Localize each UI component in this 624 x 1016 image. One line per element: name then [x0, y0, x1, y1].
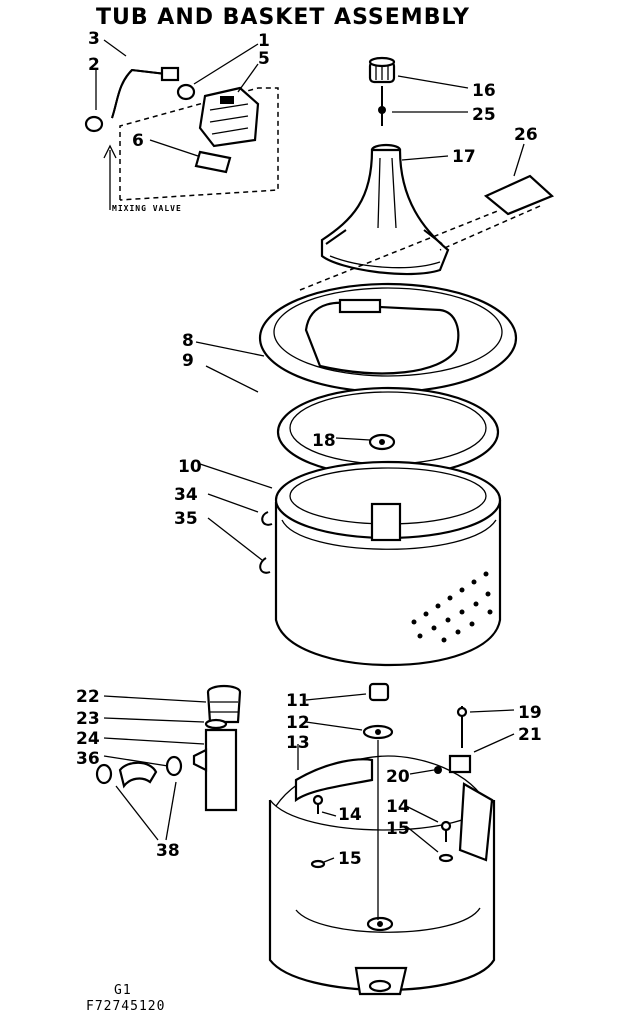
callout-21: 21	[518, 725, 542, 745]
callout-10: 10	[178, 457, 202, 477]
callout-15-left: 15	[338, 849, 362, 869]
clip-20	[434, 766, 442, 774]
agitator-assembly	[320, 56, 450, 276]
callout-18: 18	[312, 431, 336, 451]
callout-34: 34	[174, 485, 198, 505]
tub-seal-11	[368, 682, 390, 702]
drain-assembly	[95, 684, 242, 841]
callout-5: 5	[258, 49, 270, 69]
callout-23: 23	[76, 709, 100, 729]
callout-14-right: 14	[386, 797, 410, 817]
agitator-post	[320, 148, 450, 276]
air-dome-21	[448, 754, 472, 774]
callout-22: 22	[76, 687, 100, 707]
callout-16: 16	[472, 81, 496, 101]
hose-clamp-36	[165, 755, 183, 777]
callout-2: 2	[88, 55, 100, 75]
callout-1: 1	[258, 31, 270, 51]
callout-35: 35	[174, 509, 198, 529]
hose-washer-1	[176, 83, 196, 101]
leader-lines	[95, 39, 525, 863]
callout-3: 3	[88, 29, 100, 49]
basket-perforations	[411, 571, 493, 643]
callout-8: 8	[182, 331, 194, 351]
softener-plate	[483, 174, 555, 216]
callout-24: 24	[76, 729, 100, 749]
callout-14-left: 14	[338, 805, 362, 825]
callout-12: 12	[286, 713, 310, 733]
drain-boot-22	[206, 691, 242, 724]
callout-6: 6	[132, 131, 144, 151]
footer-part-code: F72745120	[86, 999, 165, 1014]
callout-13: 13	[286, 733, 310, 753]
callout-9: 9	[182, 351, 194, 371]
callout-25: 25	[472, 105, 496, 125]
footer-line1: G1	[114, 983, 132, 998]
drain-tee-24	[204, 728, 238, 812]
inlet-hose	[111, 68, 167, 119]
wash-basket	[259, 460, 502, 667]
hose-washer-2	[84, 115, 104, 133]
mixing-valve-body	[198, 86, 260, 148]
clip-34	[261, 511, 273, 526]
callout-17: 17	[452, 147, 476, 167]
tub-cover	[258, 282, 518, 394]
callout-19: 19	[518, 703, 542, 723]
callout-20: 20	[386, 767, 410, 787]
callout-38: 38	[156, 841, 180, 861]
valve-filter-screen	[194, 150, 232, 174]
washer-15a	[310, 859, 326, 869]
clip-35	[259, 557, 271, 574]
mixing-valve-label: MIXING VALVE	[112, 204, 182, 213]
callout-15-right: 15	[386, 819, 410, 839]
mixing-valve-inset: MIXING VALVE	[84, 66, 279, 213]
callout-26: 26	[514, 125, 538, 145]
callout-numbers: 3 1 2 5 6 16 25 26 17 8 9 18 10 34 35 22…	[76, 29, 542, 869]
outer-tub	[268, 682, 496, 996]
drain-hose-elbow	[118, 761, 158, 789]
washer-15b	[438, 853, 454, 863]
diagram-title: TUB AND BASKET ASSEMBLY	[96, 5, 470, 30]
callout-36: 36	[76, 749, 100, 769]
callout-11: 11	[286, 691, 310, 711]
